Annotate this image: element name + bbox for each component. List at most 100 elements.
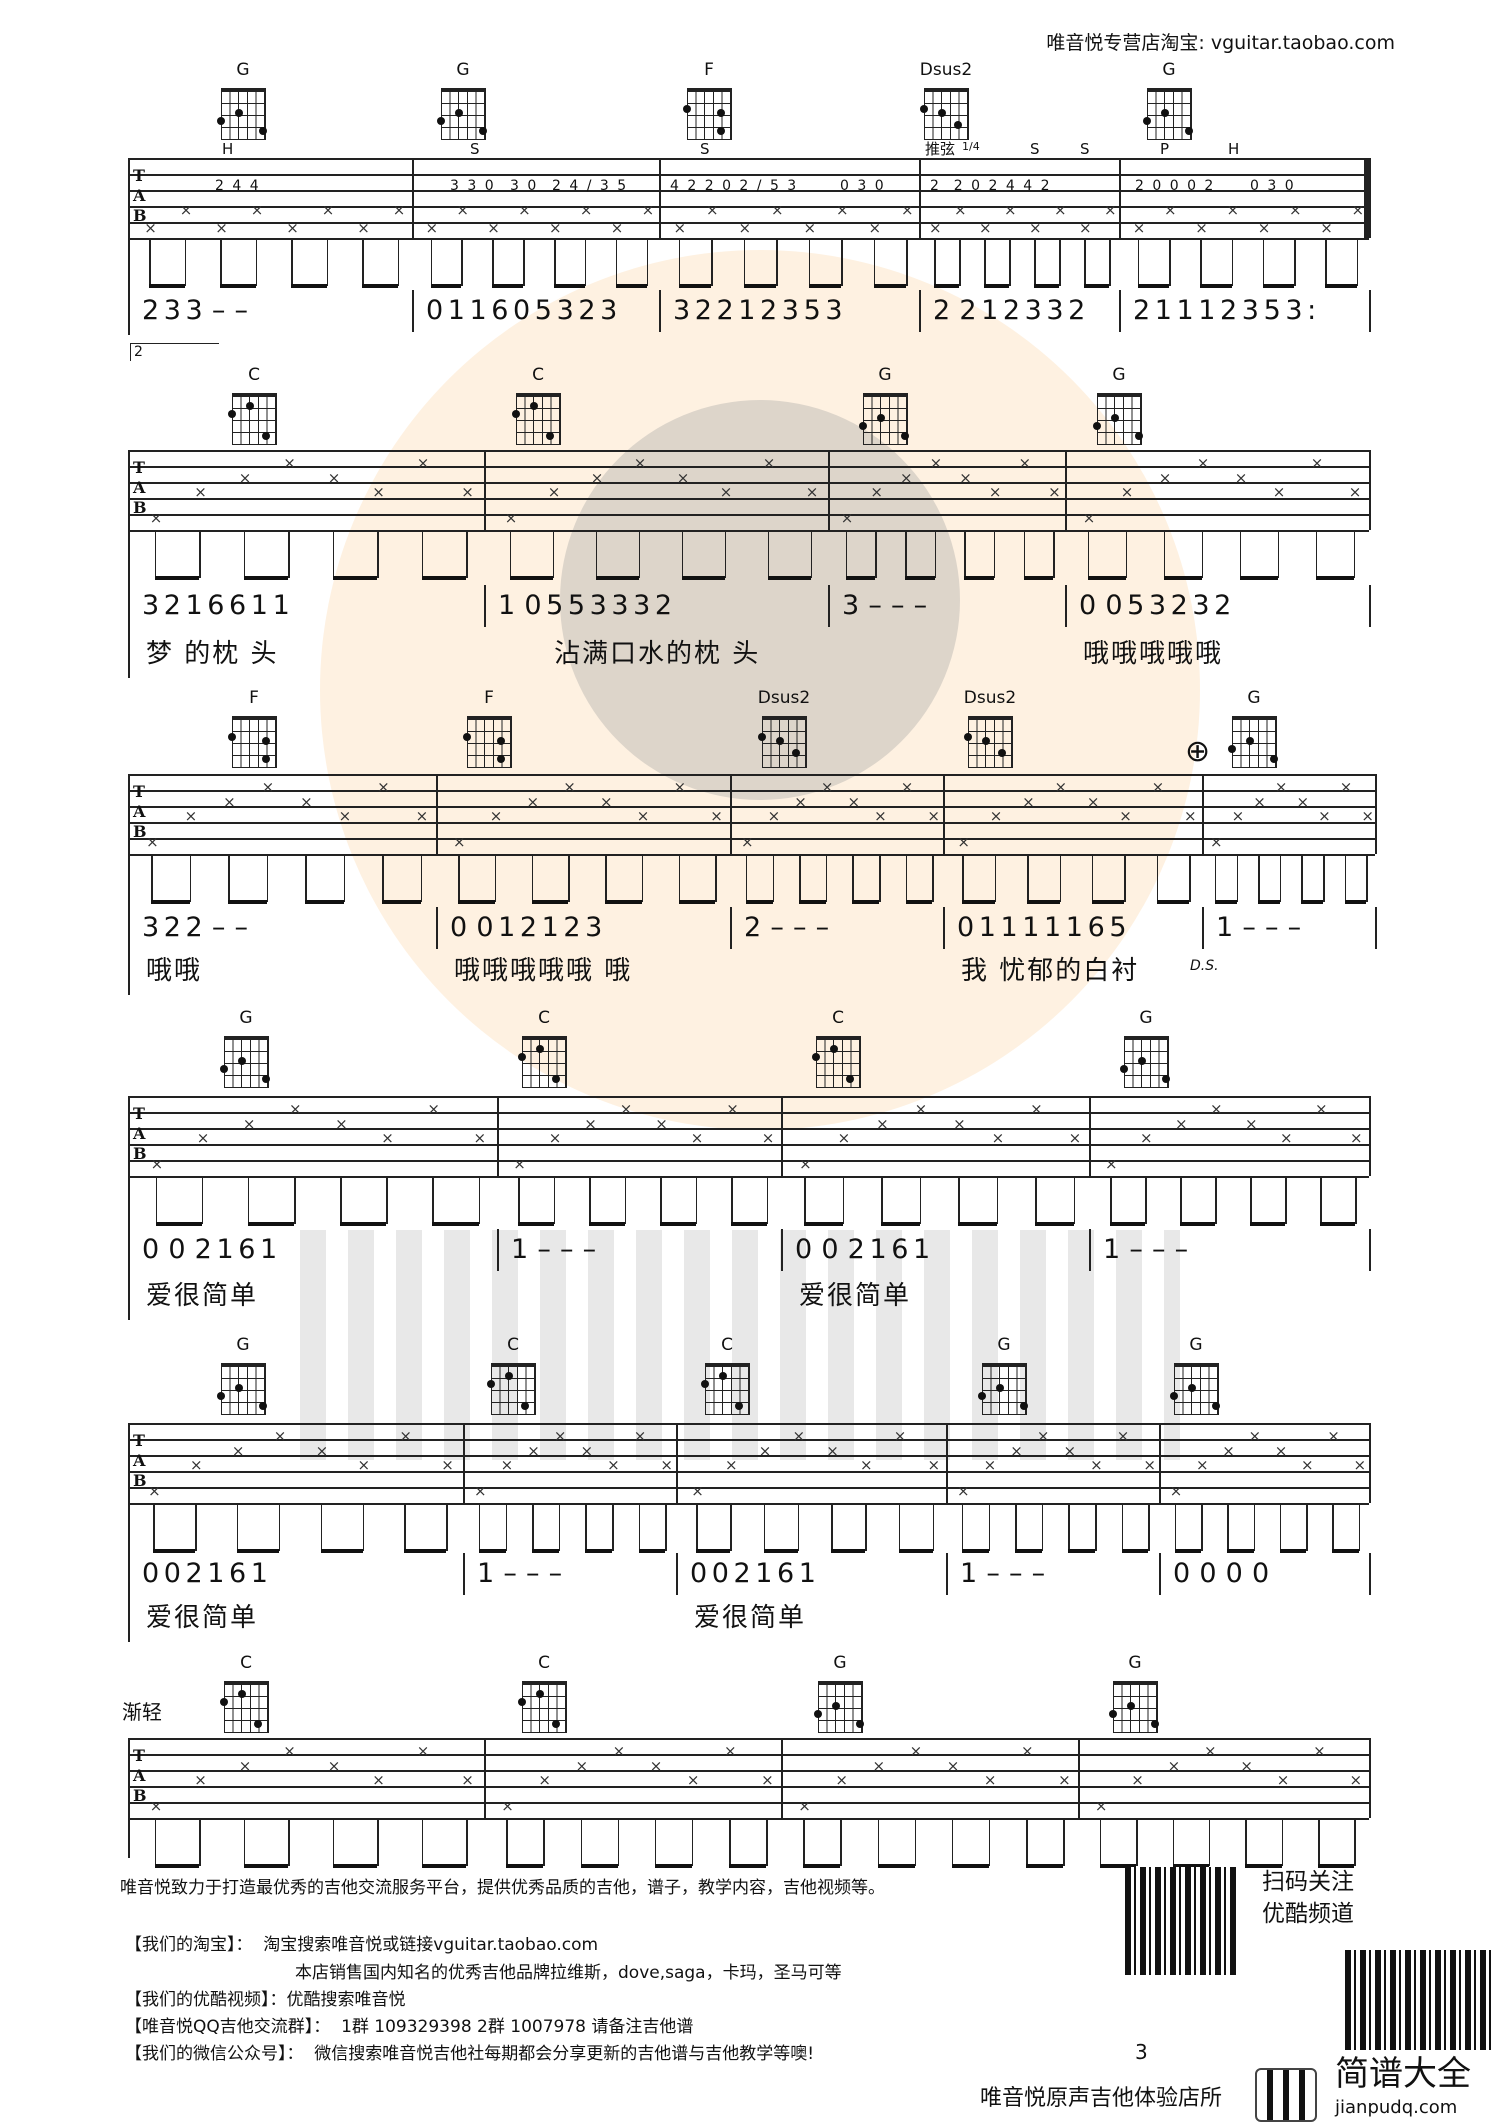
- note-beam: [1258, 900, 1280, 904]
- note-beam: [1163, 576, 1202, 580]
- note-stem: [745, 856, 748, 902]
- numbered-notation-measure: 1 – – –: [1103, 1234, 1189, 1265]
- note-beam: [877, 1864, 915, 1868]
- tab-x-mark: ×: [1245, 1115, 1258, 1133]
- chord-diagram: Dsus2: [918, 60, 974, 140]
- note-beam: [1035, 1222, 1074, 1226]
- note-stem: [898, 1505, 901, 1551]
- note-beam: [678, 900, 716, 904]
- tab-x-mark: ×: [300, 793, 313, 811]
- note-stem: [1332, 1505, 1334, 1551]
- note-beam: [1227, 1549, 1254, 1553]
- barline: [463, 1423, 465, 1503]
- tab-x-mark: ×: [676, 469, 690, 487]
- note-beam: [332, 1864, 378, 1868]
- note-stem: [288, 532, 290, 578]
- tab-x-mark: ×: [1175, 1115, 1188, 1133]
- note-stem: [797, 1505, 799, 1551]
- note-stem: [1180, 1178, 1182, 1224]
- tab-x-mark: ×: [1353, 1456, 1367, 1474]
- tab-x-mark: ×: [901, 201, 914, 219]
- finger-dot: [997, 749, 1006, 757]
- barline: [484, 450, 486, 530]
- note-beam: [1262, 284, 1294, 288]
- barline: [1119, 158, 1121, 238]
- note-beam: [1156, 900, 1190, 904]
- tab-x-mark: ×: [1240, 1757, 1253, 1775]
- note-stem: [236, 1505, 239, 1551]
- note-stem: [825, 856, 828, 902]
- note-beam: [589, 1222, 625, 1226]
- finger-dot: [900, 432, 909, 440]
- barline: [946, 1423, 948, 1503]
- tab-x-mark: ×: [690, 1129, 704, 1147]
- tab-x-mark: ×: [1094, 1797, 1108, 1815]
- system-left-line: [128, 450, 130, 678]
- finger-dot: [981, 737, 990, 745]
- note-stem: [589, 1178, 591, 1224]
- note-beam: [605, 900, 642, 904]
- finger-dot: [1211, 1402, 1220, 1410]
- footer-youku: 【我们的优酷视频】：优酷搜索唯音悦: [125, 1990, 406, 2010]
- barline: [676, 1423, 678, 1503]
- youku-qr-code[interactable]: [1125, 1867, 1237, 1975]
- finger-dot: [219, 1698, 228, 1706]
- note-beam: [1034, 284, 1059, 288]
- chord-diagram: G: [1107, 1653, 1163, 1733]
- tab-x-mark: ×: [956, 1482, 970, 1500]
- chord-diagram: G: [1226, 688, 1282, 768]
- tab-x-mark: ×: [381, 1129, 394, 1147]
- staff-line: [128, 466, 1369, 468]
- note-stem: [1279, 1505, 1282, 1551]
- note-beam: [1015, 1549, 1042, 1553]
- numbered-notation-measure: 0 0 2 1 6 1: [690, 1558, 816, 1589]
- chord-name: G: [833, 1653, 847, 1673]
- note-stem: [1215, 1178, 1217, 1224]
- tab-x-mark: ×: [427, 1100, 440, 1118]
- notation-barline: [1369, 290, 1371, 332]
- note-stem: [1099, 1820, 1102, 1866]
- note-stem: [1121, 1505, 1124, 1551]
- page-number: 3: [1135, 2040, 1148, 2064]
- tab-x-mark: ×: [837, 1129, 851, 1147]
- note-stem: [506, 1820, 508, 1866]
- note-beam: [1180, 1222, 1215, 1226]
- chord-grid: [919, 88, 969, 140]
- tab-x-mark: ×: [1318, 807, 1331, 825]
- technique-label: S: [1080, 140, 1090, 158]
- staff-line: [128, 450, 1369, 452]
- tab-fret-numbers: 3 3 0: [450, 178, 496, 194]
- finger-dot: [237, 1690, 246, 1698]
- staff-line: [128, 838, 1375, 840]
- numbered-notation-measure: 2 1 1 1 2 3 5 3 :: [1133, 295, 1317, 326]
- note-stem: [494, 856, 497, 902]
- finger-dot: [1245, 737, 1254, 745]
- tab-x-mark: ×: [660, 1456, 673, 1474]
- finger-dot: [517, 1698, 526, 1706]
- tab-x-mark: ×: [1222, 1442, 1235, 1460]
- finger-dot: [977, 1392, 986, 1400]
- chord-name: G: [1189, 1335, 1203, 1355]
- note-stem: [1258, 856, 1260, 902]
- tab-x-mark: ×: [1167, 1757, 1181, 1775]
- tab-fret-numbers: 2 2 0 2 4 4 2: [930, 178, 1052, 194]
- note-beam: [332, 576, 378, 580]
- note-beam: [531, 900, 569, 904]
- tab-x-mark: ×: [1280, 1129, 1293, 1147]
- note-beam: [654, 1864, 692, 1868]
- wechat-qr-code[interactable]: [1345, 1950, 1495, 2050]
- tab-x-mark: ×: [441, 1456, 454, 1474]
- note-stem: [532, 1505, 534, 1551]
- finger-dot: [216, 1392, 225, 1400]
- finger-dot: [734, 1402, 743, 1410]
- note-beam: [898, 1549, 933, 1553]
- tab-fret-numbers: 2 4 4: [215, 178, 261, 194]
- tab-x-mark: ×: [914, 1100, 928, 1118]
- note-stem: [1366, 856, 1368, 902]
- tab-x-mark: ×: [357, 1456, 371, 1474]
- barline: [1369, 1096, 1371, 1176]
- note-stem: [466, 1820, 468, 1866]
- note-stem: [766, 1820, 768, 1866]
- tab-x-mark: ×: [1151, 778, 1165, 796]
- tab-x-mark: ×: [1209, 833, 1223, 851]
